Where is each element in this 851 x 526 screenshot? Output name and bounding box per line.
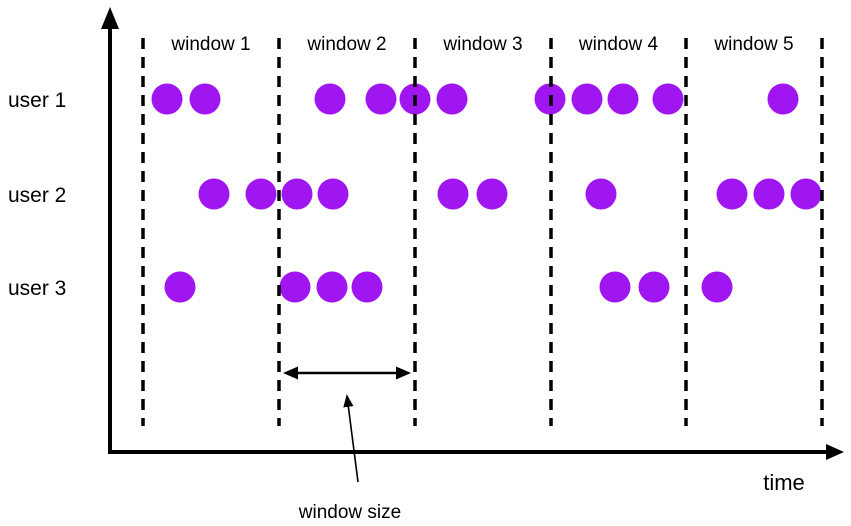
window-boundaries <box>141 38 824 426</box>
window-label: window 3 <box>442 34 522 55</box>
window-label: window 2 <box>306 34 386 55</box>
event-dot <box>571 83 603 115</box>
event-dot <box>790 178 822 210</box>
span-arrow-right-head-icon <box>396 366 411 380</box>
axes <box>101 7 844 460</box>
event-dot <box>638 271 670 303</box>
window-label: window 5 <box>713 34 793 55</box>
event-dot <box>476 178 508 210</box>
event-dot <box>164 271 196 303</box>
window-label: window 4 <box>578 34 659 55</box>
user-labels: user 1 user 2 user 3 <box>8 89 66 300</box>
event-dot <box>365 83 397 115</box>
event-dot <box>281 178 313 210</box>
window-size-annotation: window size <box>283 366 411 523</box>
event-dot <box>716 178 748 210</box>
user-label: user 3 <box>8 277 66 300</box>
user-label: user 2 <box>8 184 66 207</box>
window-label: window 1 <box>170 34 250 55</box>
event-dot <box>607 83 639 115</box>
window-size-label: window size <box>298 502 401 523</box>
event-dot <box>198 178 230 210</box>
event-dot <box>767 83 799 115</box>
event-dot <box>652 83 684 115</box>
event-dot <box>189 83 221 115</box>
window-size-pointer-arrow <box>343 394 359 483</box>
event-dot <box>151 83 183 115</box>
span-arrow-left-head-icon <box>283 366 298 380</box>
event-dot <box>317 178 349 210</box>
user-label: user 1 <box>8 89 66 112</box>
event-dot <box>316 271 348 303</box>
event-dot <box>245 178 277 210</box>
event-dot <box>436 83 468 115</box>
event-dot <box>314 83 346 115</box>
event-dot <box>753 178 785 210</box>
event-dot <box>585 178 617 210</box>
x-axis-arrowhead-icon <box>826 444 844 460</box>
y-axis-arrowhead-icon <box>101 7 119 29</box>
event-dot <box>279 271 311 303</box>
event-dot <box>351 271 383 303</box>
window-labels: window 1 window 2 window 3 window 4 window 5 <box>170 34 793 55</box>
event-dot <box>437 178 469 210</box>
x-axis-label: time <box>763 470 805 495</box>
event-dots <box>151 83 822 303</box>
event-dot <box>599 271 631 303</box>
event-dot <box>701 271 733 303</box>
